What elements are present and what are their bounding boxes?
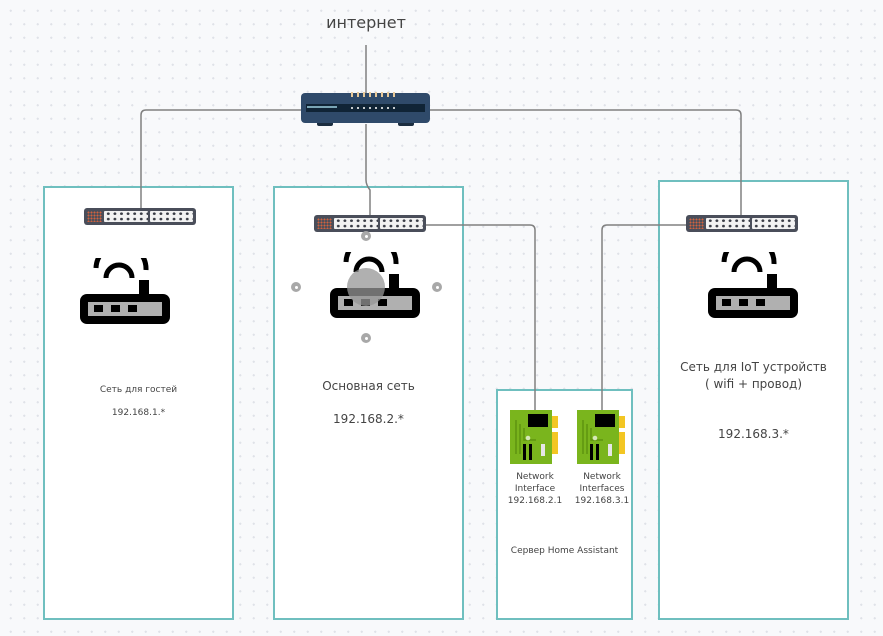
guest-switch-icon[interactable] (84, 208, 196, 225)
wire-router-to-iot-switch (430, 109, 742, 216)
resize-handle-top[interactable] (361, 231, 371, 241)
resize-handle-bottom[interactable] (361, 333, 371, 343)
guest-network-name: Сеть для гостей (99, 385, 178, 395)
drag-cursor-indicator[interactable] (347, 268, 385, 306)
guest-network-container[interactable] (43, 186, 234, 620)
wire-iot-switch-to-nic2 (601, 224, 686, 412)
iot-network-name-line1: Сеть для IoT устройств (680, 360, 827, 374)
resize-handle-left[interactable] (291, 282, 301, 292)
main-network-name: Основная сеть (322, 379, 415, 393)
internet-label: интернет (326, 13, 406, 32)
nic2-ip: 192.168.3.1 (574, 496, 630, 506)
iot-network-container[interactable] (658, 180, 849, 620)
nic1-ip: 192.168.2.1 (507, 496, 563, 506)
main-switch-icon[interactable] (314, 215, 426, 232)
network-interface-card-icon-2[interactable] (577, 410, 629, 464)
iot-network-name-line2: ( wifi + провод) (704, 377, 803, 391)
nic2-label-line2: Interfaces (579, 484, 625, 494)
wire-router-to-main-switch (365, 124, 371, 216)
guest-network-subnet: 192.168.1.* (111, 408, 166, 418)
resize-handle-right[interactable] (432, 282, 442, 292)
main-network-subnet: 192.168.2.* (333, 412, 404, 426)
iot-wifi-router-icon[interactable] (706, 252, 800, 320)
guest-wifi-router-icon[interactable] (78, 258, 172, 326)
wire-main-switch-to-nic1 (426, 224, 536, 412)
nic1-label-line2: Interface (514, 484, 556, 494)
wire-router-to-guest-switch (140, 109, 302, 210)
nic1-label-line1: Network (516, 472, 554, 482)
iot-switch-icon[interactable] (686, 215, 798, 232)
nic2-label-line1: Network (583, 472, 621, 482)
network-interface-card-icon-1[interactable] (510, 410, 562, 464)
server-name: Сервер Home Assistant (510, 546, 619, 556)
internet-router-icon[interactable] (301, 92, 430, 126)
iot-network-subnet: 192.168.3.* (718, 427, 789, 441)
